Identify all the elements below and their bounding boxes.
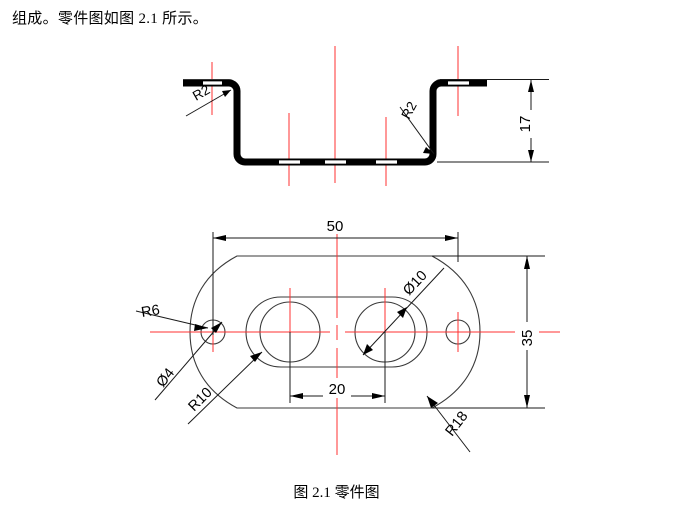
arrowhead-35-bottom xyxy=(524,395,530,408)
callout-r18: R18 xyxy=(426,395,472,453)
callout-label-r18: R18 xyxy=(443,409,472,440)
callout-d4: Ø4 xyxy=(154,321,223,401)
callout-r6: R6 xyxy=(135,302,209,331)
leader-line-r2-right xyxy=(399,106,435,155)
dimension-label-17: 17 xyxy=(517,116,534,133)
arrowhead-r2-right xyxy=(423,147,434,154)
profile-centerline-breaks xyxy=(203,81,469,164)
arrowhead-r10 xyxy=(250,352,262,362)
arrowhead-17-bottom xyxy=(528,150,534,162)
dim-text-mask-20 xyxy=(323,378,351,398)
arrowhead-d4 xyxy=(211,322,222,333)
arrowhead-50-left xyxy=(213,235,226,241)
arrowhead-20-right xyxy=(372,393,385,399)
dim-text-mask-50 xyxy=(322,214,350,234)
arrowhead-d10-upper xyxy=(397,307,407,318)
callout-r10: R10 xyxy=(186,351,263,425)
plan-view: 50 35 20 xyxy=(135,214,560,455)
callout-r2-right: R2 xyxy=(398,99,435,155)
arrowhead-r18 xyxy=(427,396,438,408)
plan-centerlines xyxy=(150,222,560,455)
dimension-width-50: 50 xyxy=(212,214,459,335)
arrowhead-d10-lower xyxy=(363,344,373,355)
side-profile-view: R2 R2 17 xyxy=(183,46,549,186)
arrowhead-20-left xyxy=(290,393,303,399)
body-paragraph: 组成。零件图如图 2.1 所示。 xyxy=(12,11,209,27)
dim-text-mask-35 xyxy=(515,322,539,350)
dimension-label-50: 50 xyxy=(327,218,344,235)
figure-caption: 图 2.1 零件图 xyxy=(293,485,380,501)
dimension-height-17: 17 xyxy=(437,79,549,163)
callout-d10: Ø10 xyxy=(362,267,445,356)
arrowhead-35-top xyxy=(524,256,530,269)
dimension-height-35: 35 xyxy=(432,255,545,409)
leader-line-d4 xyxy=(154,321,223,401)
arrowhead-50-right xyxy=(445,235,458,241)
callout-label-d10: Ø10 xyxy=(400,268,430,299)
arrowhead-r6 xyxy=(194,324,208,331)
callout-label-r2-left: R2 xyxy=(190,82,212,104)
callout-label-r6: R6 xyxy=(140,302,161,321)
dim-text-mask-17 xyxy=(518,110,544,138)
callout-label-r2-right: R2 xyxy=(398,99,419,121)
leader-line-r2-left xyxy=(185,89,232,117)
arrowhead-r2-left xyxy=(222,90,231,97)
dimension-label-35: 35 xyxy=(519,330,536,347)
dimension-hole-spacing-20: 20 xyxy=(289,332,386,403)
leader-line-r10 xyxy=(187,351,263,425)
arrowhead-17-top xyxy=(528,80,534,92)
callout-r2-left: R2 xyxy=(185,82,232,117)
callout-label-d4: Ø4 xyxy=(154,365,179,390)
dimension-label-20: 20 xyxy=(329,381,346,398)
